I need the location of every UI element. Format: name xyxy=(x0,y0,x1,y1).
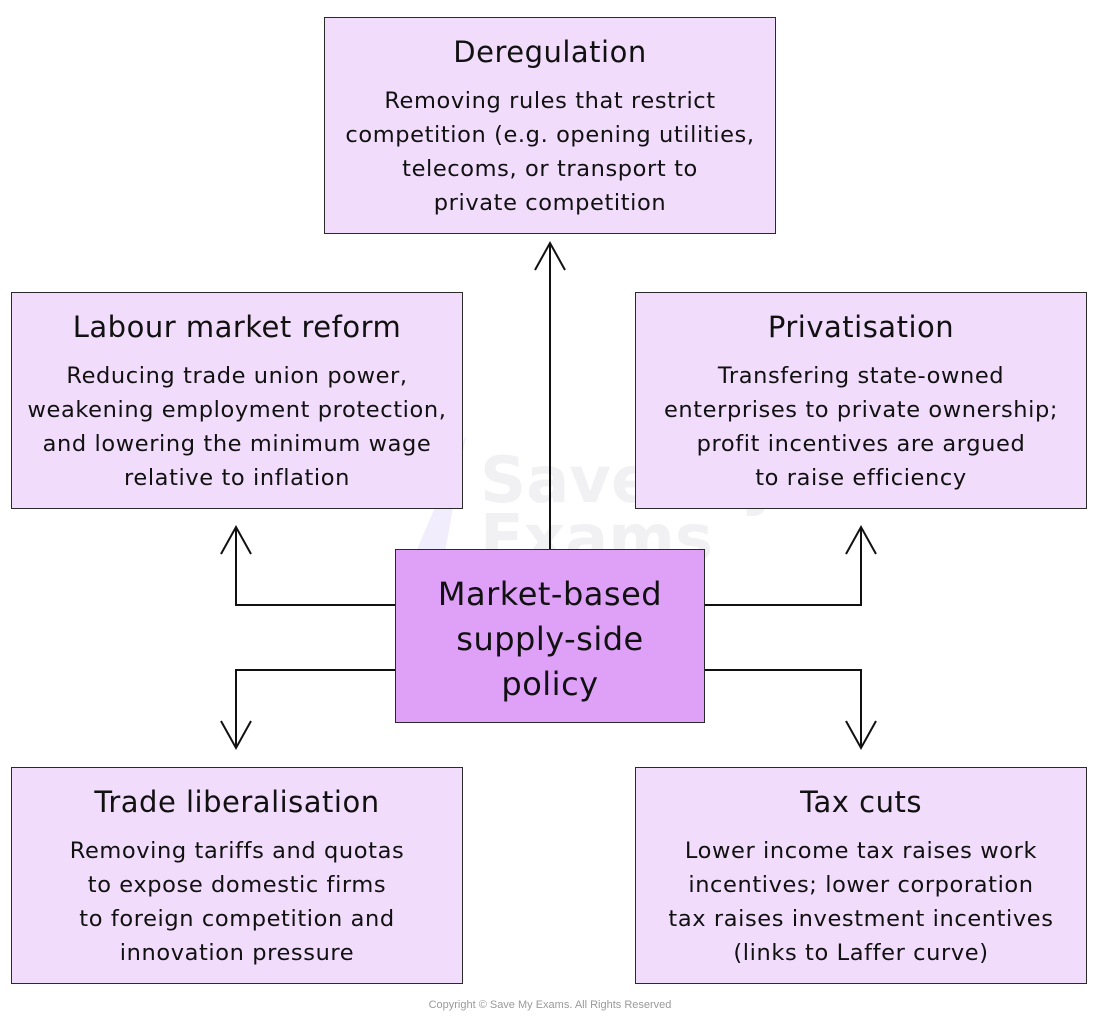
arrow-to-labour xyxy=(235,527,395,606)
central-concept-box: Market-based supply-side policy xyxy=(395,549,705,723)
copyright-notice: Copyright © Save My Exams. All Rights Re… xyxy=(428,999,672,1011)
arrowhead-deregulation xyxy=(534,240,566,271)
tax-cuts-title: Tax cuts xyxy=(800,785,922,819)
trade-liberalisation-text: Removing tariffs and quotas to expose do… xyxy=(69,838,405,966)
tax-cuts-box: Tax cuts Lower income tax raises work in… xyxy=(635,767,1087,984)
deregulation-text: Removing rules that restrict competition… xyxy=(345,88,755,216)
labour-market-reform-text: Reducing trade union power, weakening em… xyxy=(27,363,447,491)
trade-liberalisation-box: Trade liberalisation Removing tariffs an… xyxy=(11,767,463,984)
privatisation-title: Privatisation xyxy=(767,310,955,344)
arrowhead-privatisation xyxy=(845,524,877,555)
deregulation-box: Deregulation Removing rules that restric… xyxy=(324,17,776,234)
arrowhead-trade xyxy=(220,720,252,751)
arrow-to-privatisation xyxy=(705,527,862,606)
labour-market-reform-title: Labour market reform xyxy=(72,310,402,344)
deregulation-title: Deregulation xyxy=(453,35,647,69)
trade-liberalisation-title: Trade liberalisation xyxy=(94,785,380,819)
arrowhead-tax xyxy=(845,720,877,751)
arrow-to-trade xyxy=(235,669,395,748)
arrow-to-tax xyxy=(705,669,862,748)
central-concept-title: Market-based supply-side policy xyxy=(437,575,663,703)
privatisation-text: Transfering state-owned enterprises to p… xyxy=(663,363,1059,491)
privatisation-box: Privatisation Transfering state-owned en… xyxy=(635,292,1087,509)
arrowhead-labour xyxy=(220,524,252,555)
labour-market-reform-box: Labour market reform Reducing trade unio… xyxy=(11,292,463,509)
tax-cuts-text: Lower income tax raises work incentives;… xyxy=(668,838,1054,966)
